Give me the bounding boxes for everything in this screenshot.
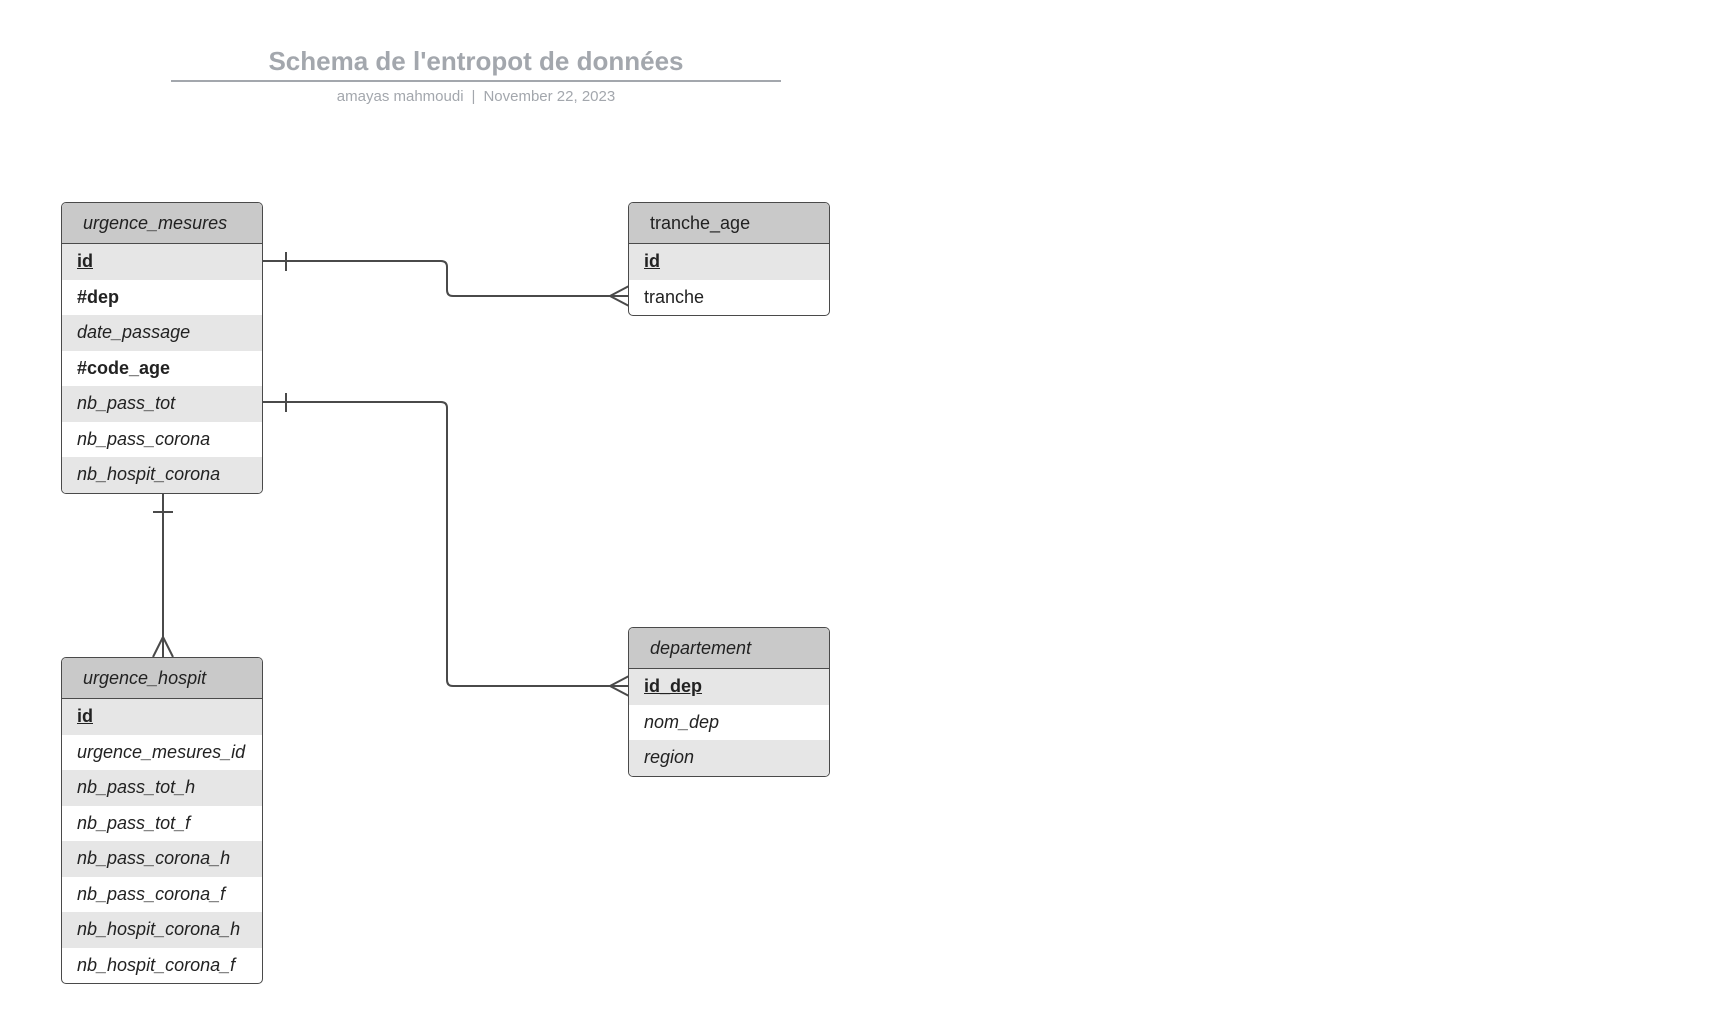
author-name: amayas mahmoudi [336, 88, 464, 105]
relationship-mesures-departement[interactable] [263, 393, 630, 697]
many-crowfoot [609, 675, 630, 697]
field-nb-pass-corona-f[interactable]: nb_pass_corona_f [77, 883, 226, 904]
document-title[interactable]: Schema de l'entropot de données [268, 46, 684, 76]
many-crowfoot [609, 285, 630, 307]
document-date: November 22, 2023 [483, 88, 616, 105]
title-divider [171, 80, 781, 82]
field-code-age[interactable]: #code_age [77, 357, 171, 378]
field-id[interactable]: id [629, 244, 829, 280]
field-nb-hospit-corona-f[interactable]: nb_hospit_corona_f [77, 954, 236, 975]
field-nb-pass-tot-h[interactable]: nb_pass_tot_h [62, 770, 262, 806]
field-nb-pass-tot[interactable]: nb_pass_tot [62, 386, 262, 422]
field-nb-pass-tot-f[interactable]: nb_pass_tot_f [77, 812, 191, 833]
entity-urgence-hospit[interactable]: urgence_hospit id urgence_mesures_id nb_pa… [61, 657, 263, 984]
field-nb-hospit-corona-h[interactable]: nb_hospit_corona_h [62, 912, 262, 948]
meta-separator: | [471, 88, 476, 105]
entity-fields: id urgence_mesures_id nb_pass_tot_h nb_pass… [62, 699, 262, 983]
entity-title: tranche_age [629, 203, 829, 244]
entity-tranche-age[interactable]: tranche_age id tranche [628, 202, 830, 316]
many-crowfoot [152, 636, 174, 658]
title-block: Schema de l'entropot de données amayas m… [171, 42, 781, 105]
entity-title: urgence_hospit [62, 658, 262, 699]
field-id[interactable]: id [62, 244, 262, 280]
field-urgence-mesures-id[interactable]: urgence_mesures_id [77, 741, 246, 762]
entity-urgence-mesures[interactable]: urgence_mesures id #dep date_passage #code_… [61, 202, 263, 494]
field-nom-dep[interactable]: nom_dep [644, 711, 720, 732]
relationship-mesures-hospit[interactable] [152, 490, 174, 658]
field-nb-pass-corona[interactable]: nb_pass_corona [77, 428, 211, 449]
document-meta: amayas mahmoudi | November 22, 2023 [171, 88, 781, 105]
field-nb-hospit-corona[interactable]: nb_hospit_corona [62, 457, 262, 493]
field-date-passage[interactable]: date_passage [62, 315, 262, 351]
relationship-mesures-tranche-age[interactable] [263, 252, 630, 307]
field-dep[interactable]: #dep [77, 286, 120, 307]
field-tranche[interactable]: tranche [644, 286, 705, 307]
field-id-dep[interactable]: id_dep [629, 669, 829, 705]
entity-title: departement [629, 628, 829, 669]
entity-title: urgence_mesures [62, 203, 262, 244]
field-region[interactable]: region [629, 740, 829, 776]
entity-fields: id tranche [629, 244, 829, 315]
field-nb-pass-corona-h[interactable]: nb_pass_corona_h [62, 841, 262, 877]
field-id[interactable]: id [62, 699, 262, 735]
